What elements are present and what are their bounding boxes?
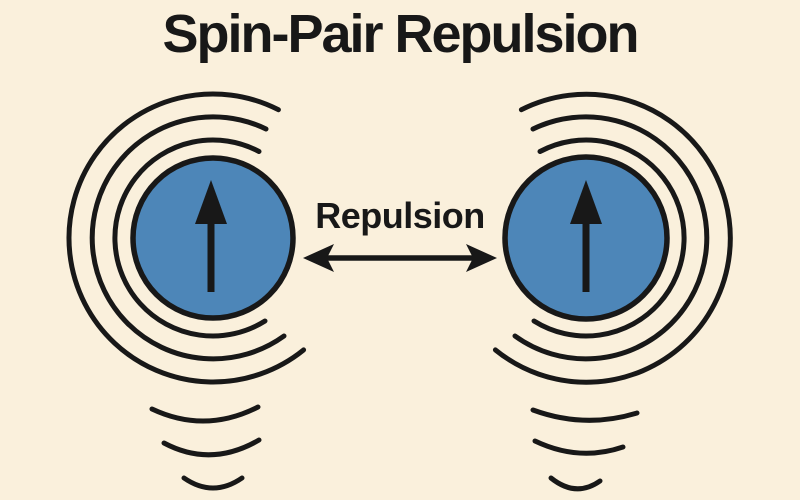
field-arc [492,91,733,385]
spin-arrow-head [570,180,602,224]
spin-up-arrow-left [195,180,227,292]
spin-up-arrow-right [570,180,602,292]
repulsion-arrow [303,244,497,272]
field-arc [66,91,307,385]
field-arc [112,137,268,339]
page-title: Spin-Pair Repulsion [162,4,639,64]
electron-left-field-arcs [66,91,307,385]
ripple-arc [149,404,261,424]
ripple-arc [161,437,262,458]
electron-left-group [66,91,307,491]
repulsion-arrow-head-left [303,244,334,272]
ripple-arc [181,475,245,491]
ripple-arc [530,407,640,423]
electron-right-ripples [530,407,640,492]
field-arc [89,114,287,362]
electron-left-ripples [149,404,262,491]
repulsion-arrow-head-right [466,244,497,272]
electron-right-group [492,91,733,492]
spin-arrow-head [195,180,227,224]
repulsion-label: Repulsion [315,195,485,236]
field-arc [531,137,687,339]
electron-right-field-arcs [492,91,733,385]
ripple-arc [548,475,603,492]
field-arc [512,114,710,362]
ripple-arc [532,438,626,456]
